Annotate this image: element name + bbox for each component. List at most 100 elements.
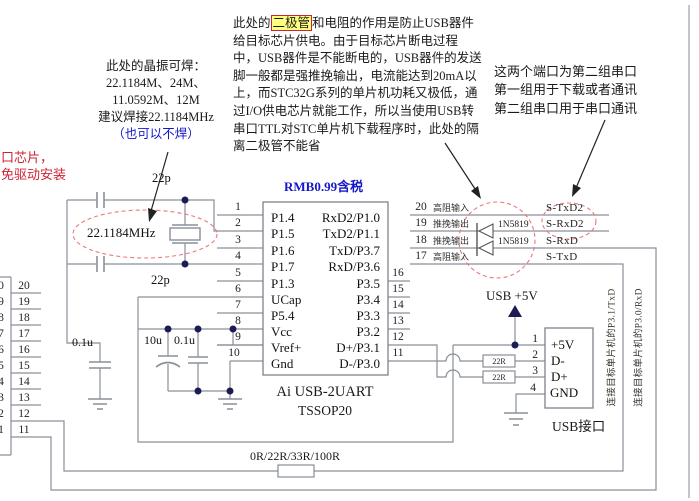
crystal-note-line: 22.1184M、24M、 (106, 76, 206, 90)
series-resistor-label: 0R/22R/33R/100R (249, 449, 341, 463)
ic-pin-label: Vref+ (271, 340, 302, 355)
crystal-note-line: 此处的晶振可焊： (105, 59, 206, 73)
diode-d2 (477, 240, 494, 256)
junction-dots (164, 196, 519, 395)
ic-pin-label: P3.3 (356, 308, 380, 323)
ic-pin-number: 9 (235, 331, 241, 343)
usb-connector-outline (544, 327, 594, 409)
ic-pin-number: 7 (235, 299, 241, 311)
usb-pin-label: GND (550, 385, 579, 400)
ports-note: 这两个端口为第二组串口 第一组用于下载或者通讯 第二组串口用于串口通讯 (494, 63, 637, 118)
usb-pin-label: D- (551, 353, 565, 368)
left-conn-pin-number: 11 (18, 424, 30, 436)
usb-pin-number: 2 (532, 349, 538, 361)
annotation-arrow-ports (572, 119, 606, 197)
usb-pin-number: 4 (530, 382, 536, 394)
main-note-post: 和电阻的作用是防止USB器件 (312, 16, 474, 30)
annotation-arrow-diodes (444, 142, 481, 199)
ic-pin-number: 2 (235, 217, 241, 229)
price-label: RMB0.99含税 (284, 179, 364, 194)
main-note-pre: 此处的 (233, 16, 271, 30)
ic-pin-number: 4 (235, 250, 241, 262)
ic-pin-label: Gnd (271, 356, 294, 371)
left-conn-pin-number: 18 (18, 312, 30, 324)
ic-pin-number: 13 (392, 315, 404, 327)
ic-pin-label: P1.3 (271, 276, 295, 291)
ic-pin-label: P3.2 (356, 324, 380, 339)
left-conn-pin-number: 19 (18, 296, 30, 308)
resistor-r-series (277, 464, 315, 478)
ground-symbol-main (218, 398, 242, 410)
ic-pin-number: 19 (415, 217, 427, 229)
capacitor-c-top-22p (96, 192, 105, 208)
highlight-ellipse-diodes (458, 201, 536, 279)
io-type-label: 推挽输出 (433, 236, 470, 246)
io-type-label: 推挽输出 (433, 219, 470, 229)
ic-pin-number: 11 (392, 347, 404, 359)
ic-pin-number: 18 (415, 234, 427, 246)
crystal-note: 此处的晶振可焊： 22.1184M、24M、 11.0592M、12M 建议焊接… (90, 58, 222, 143)
power-arrow-icon (508, 305, 522, 317)
left-conn-pin-number: 17 (18, 328, 30, 340)
left-conn-label-fragment: 6 (0, 344, 4, 356)
left-conn-label-fragment: 1 (0, 424, 4, 436)
resistor-value-label: 22R (492, 373, 506, 382)
usb-pin-number: 3 (532, 365, 538, 377)
left-conn-pin-number: 15 (18, 360, 30, 372)
io-type-label: 高阻输入 (433, 203, 470, 213)
diode-d1 (477, 223, 494, 239)
main-note-line: 中，USB器件是不能断电的，USB器件的发送 (233, 51, 482, 66)
main-note: 此处的二极管和电阻的作用是防止USB器件 给目标芯片供电。由于目标芯片断电过程 … (233, 15, 482, 156)
ic-pin-number: 15 (392, 283, 404, 295)
ground-symbol-usb (504, 412, 528, 426)
left-conn-label-fragment: 7 (0, 328, 4, 340)
capacitor-c-dec-0u1 (188, 356, 208, 364)
ic-pin-label: P3.4 (356, 292, 380, 307)
ports-note-line: 这两个端口为第二组串口 (494, 64, 638, 79)
ic-pin-number: 12 (392, 331, 404, 343)
diode-part-label: 1N5819 (498, 237, 529, 247)
ground-symbol-vref (88, 398, 112, 410)
ic-pin-number: 17 (415, 250, 427, 262)
ic-pin-number: 20 (415, 201, 427, 213)
capacitor-c-bottom-22p (96, 256, 105, 272)
ic-pin-label: UCap (271, 292, 302, 307)
crystal-note-blue-line: （也可以不焊） (112, 127, 200, 141)
left-red-note-line1: 口芯片， (1, 150, 54, 165)
vertical-note-txd: 连接目标单片机的P3.1/TxD (607, 288, 618, 407)
ic-pin-number: 16 (392, 267, 404, 279)
ic-pin-label: D-/P3.0 (339, 356, 380, 371)
highlight-ellipse-ports (541, 202, 597, 240)
ic-pin-number: 14 (392, 299, 404, 311)
crystal-note-line: 建议焊接22.1184MHz (98, 110, 214, 124)
ic-pin-number: 1 (235, 201, 241, 213)
crystal-value-label: 22.1184MHz (87, 225, 156, 240)
ic-outline (262, 201, 389, 376)
ic-pin-label: P1.4 (271, 210, 295, 225)
main-note-highlight: 二极管 (270, 15, 313, 31)
cap-top-label: 22p (152, 171, 171, 185)
left-conn-pin-number: 12 (18, 408, 30, 420)
resistor-value-label: 22R (492, 357, 506, 366)
main-note-line: 脚一般都是强推挽输出，电流能达到20mA以 (233, 68, 477, 83)
usb-connector-label: USB接口 (552, 419, 606, 434)
capacitor-c-vref-0u1 (89, 361, 111, 369)
ic-name: Ai USB-2UART (276, 384, 374, 400)
left-conn-label-fragment: 3 (0, 392, 4, 404)
resistor-r-dm (482, 354, 516, 368)
cap-vref-label: 0.1u (72, 335, 93, 349)
left-conn-pin-number: 13 (18, 392, 30, 404)
left-conn-pin-number: 20 (18, 280, 30, 292)
left-conn-pin-number: 14 (18, 376, 30, 388)
capacitor-c-bulk-10u (155, 355, 181, 368)
ic-pin-label: P1.7 (271, 259, 295, 274)
left-conn-label-fragment: 4 (0, 376, 4, 388)
ports-note-line: 第一组用于下载或者通讯 (494, 82, 638, 98)
cap-bulk-label: 10u (144, 333, 162, 347)
left-conn-label-fragment: 9 (0, 296, 4, 308)
ic-pin-number: 10 (228, 347, 240, 359)
ic-pin-number: 5 (235, 267, 241, 279)
crystal-note-line: 11.0592M、12M (112, 93, 200, 107)
ports-note-line: 第二组串口用于串口通讯 (494, 100, 638, 116)
